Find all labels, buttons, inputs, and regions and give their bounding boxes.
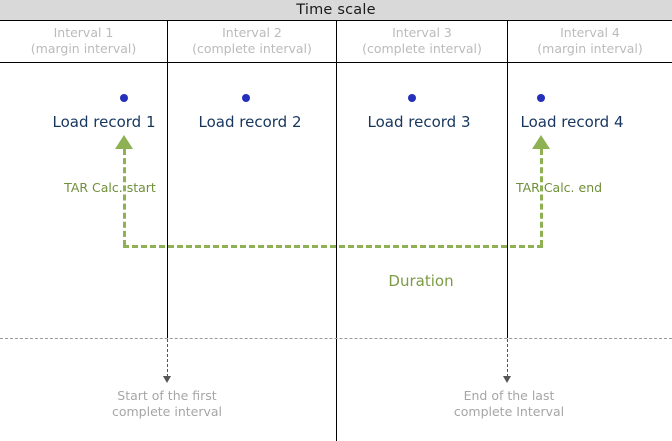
- first-complete-arrowhead-icon: [163, 376, 171, 383]
- tar-end-arrowhead-icon: [532, 135, 550, 149]
- interval-header-3: Interval 3 (complete interval): [337, 20, 507, 62]
- load-record-2-label: Load record 2: [198, 113, 302, 131]
- load-record-3-label: Load record 3: [367, 113, 471, 131]
- complete-interval-guide-line: [0, 338, 672, 339]
- interval-header-4: Interval 4 (margin interval): [508, 20, 672, 62]
- last-complete-interval-label-line2: complete Interval: [453, 404, 565, 419]
- last-complete-interval-label-line1: End of the last: [463, 388, 555, 403]
- first-complete-pointer-line: [167, 339, 168, 377]
- tar-start-vertical-line: [123, 149, 126, 246]
- tar-end-vertical-line: [540, 149, 543, 246]
- interval-header-1-name: Interval 1: [53, 25, 114, 40]
- interval-header-row: Interval 1 (margin interval) Interval 2 …: [0, 20, 672, 62]
- last-complete-interval-label: End of the last complete Interval: [454, 388, 564, 420]
- interval-header-1-type: (margin interval): [30, 41, 137, 56]
- load-record-4-label: Load record 4: [520, 113, 624, 131]
- last-complete-arrowhead-icon: [503, 376, 511, 383]
- interval-header-4-name: Interval 4: [560, 25, 620, 40]
- load-record-1-label: Load record 1: [52, 113, 156, 131]
- tar-start-arrowhead-icon: [115, 135, 133, 149]
- first-complete-interval-label: Start of the first complete interval: [112, 388, 222, 420]
- tar-calc-start-label: TAR Calc. start: [64, 180, 156, 195]
- page-title: Time scale: [296, 1, 376, 18]
- load-record-2-dot: [242, 94, 250, 102]
- load-record-3-dot: [408, 94, 416, 102]
- interval-header-1: Interval 1 (margin interval): [0, 20, 167, 62]
- interval-header-2: Interval 2 (complete interval): [168, 20, 336, 62]
- interval-header-3-type: (complete interval): [362, 41, 482, 56]
- column-divider-1: [167, 20, 168, 338]
- first-complete-interval-label-line2: complete interval: [111, 404, 223, 419]
- first-complete-interval-label-line1: Start of the first: [117, 388, 217, 403]
- column-divider-3: [507, 20, 508, 338]
- last-complete-pointer-line: [507, 339, 508, 377]
- duration-label: Duration: [388, 272, 454, 290]
- column-divider-2: [336, 20, 337, 441]
- interval-header-2-name: Interval 2: [222, 25, 282, 40]
- load-record-4-dot: [537, 94, 545, 102]
- tar-calc-end-label: TAR Calc. end: [515, 180, 603, 195]
- duration-connector-line: [123, 245, 543, 248]
- title-bar: Time scale: [0, 0, 672, 20]
- interval-header-3-name: Interval 3: [392, 25, 452, 40]
- load-record-1-dot: [120, 94, 128, 102]
- interval-header-4-type: (margin interval): [537, 41, 643, 56]
- interval-header-2-type: (complete interval): [192, 41, 312, 56]
